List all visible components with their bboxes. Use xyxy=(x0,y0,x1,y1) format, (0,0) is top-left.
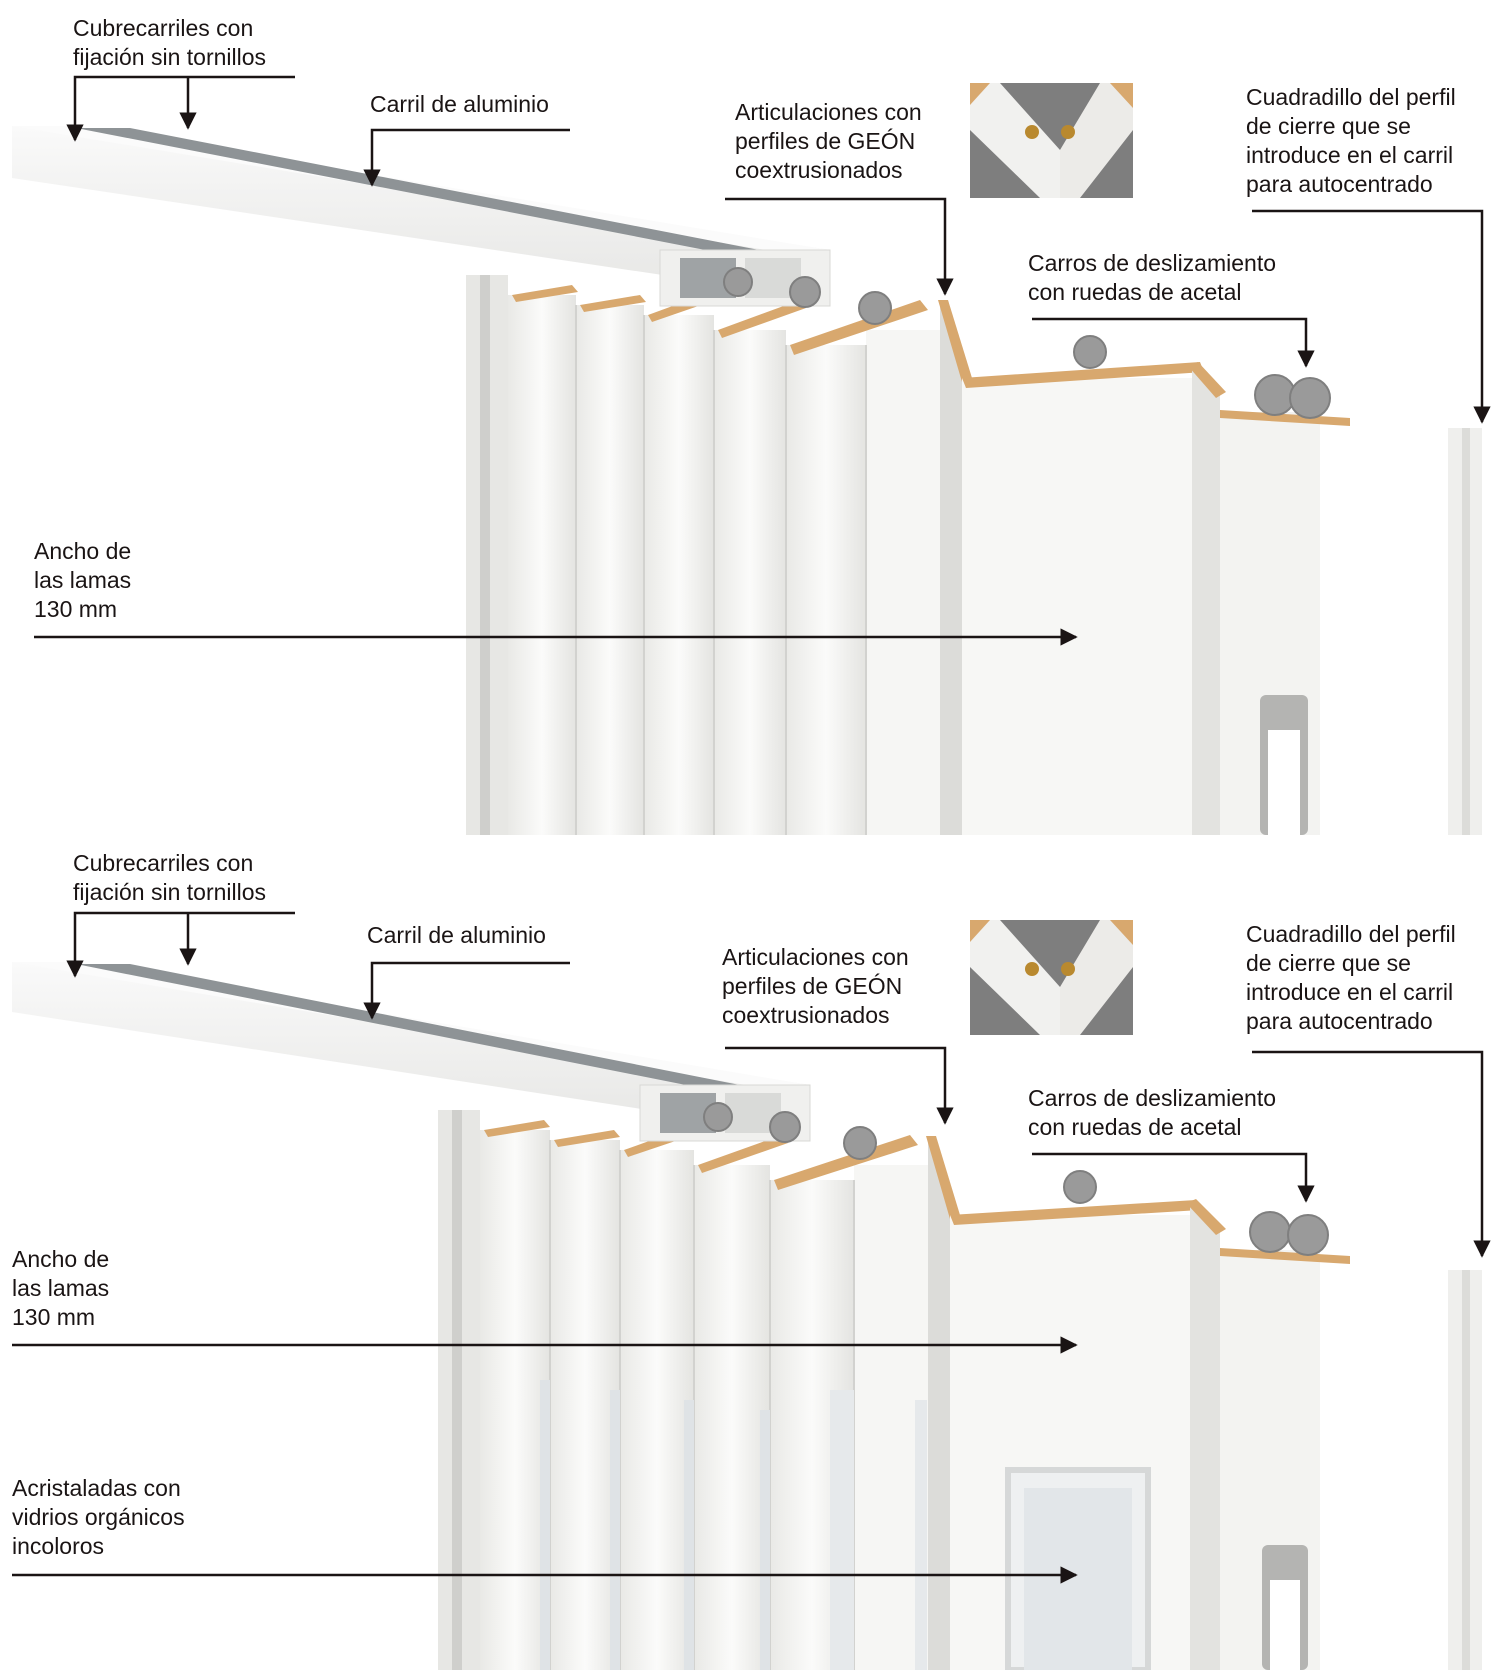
bottom-cuadradillo-leader xyxy=(1252,1050,1491,1258)
top-carril-leader xyxy=(363,128,570,187)
top-rail xyxy=(12,126,831,307)
top-label-carril: Carril de aluminio xyxy=(370,91,549,117)
bottom-carros-leader xyxy=(1032,1152,1315,1203)
top-cubrecarriles-leader xyxy=(66,75,295,142)
top-cuadradillo-leader xyxy=(1252,209,1491,424)
top-label-carros: Carros de deslizamiento con ruedas de ac… xyxy=(1028,250,1277,305)
top-label-cubrecarriles: Cubrecarriles con fijación sin tornillos xyxy=(73,15,267,70)
bottom-label-carril: Carril de aluminio xyxy=(367,922,546,948)
bottom-carril-leader xyxy=(363,961,570,1020)
top-folded-slats xyxy=(508,295,940,835)
bottom-label-cuadradillo: Cuadradillo del perfil de cierre que se … xyxy=(1246,921,1456,1034)
bottom-label-cubrecarriles: Cubrecarriles con fijación sin tornillos xyxy=(73,850,267,905)
leader-lines xyxy=(12,75,1491,1584)
top-carros-leader xyxy=(1032,317,1315,368)
bottom-label-articulaciones: Articulaciones con perfiles de GEÓN coex… xyxy=(722,944,909,1028)
top-label-cuadradillo: Cuadradillo del perfil de cierre que se … xyxy=(1246,84,1456,197)
top-articulaciones-leader xyxy=(725,197,954,296)
bottom-folded-slats xyxy=(480,1130,928,1670)
top-inset-hinge xyxy=(970,83,1133,198)
bottom-cubrecarriles-leader xyxy=(66,911,295,978)
bottom-inset-hinge xyxy=(970,920,1133,1035)
bottom-label-carros: Carros de deslizamiento con ruedas de ac… xyxy=(1028,1085,1277,1140)
top-label-ancho: Ancho de las lamas 130 mm xyxy=(34,538,132,622)
top-label-articulaciones: Articulaciones con perfiles de GEÓN coex… xyxy=(735,99,922,183)
top-front-slat xyxy=(962,378,1192,835)
bottom-illustration xyxy=(12,920,1482,1673)
bottom-label-acristaladas: Acristaladas con vidrios orgánicos incol… xyxy=(12,1475,185,1559)
top-rollers xyxy=(723,267,1331,419)
top-illustration xyxy=(12,83,1482,835)
bottom-articulaciones-leader xyxy=(725,1046,954,1125)
bottom-rail xyxy=(12,962,811,1142)
bottom-label-ancho: Ancho de las lamas 130 mm xyxy=(12,1246,110,1330)
bottom-rollers xyxy=(703,1102,1329,1256)
